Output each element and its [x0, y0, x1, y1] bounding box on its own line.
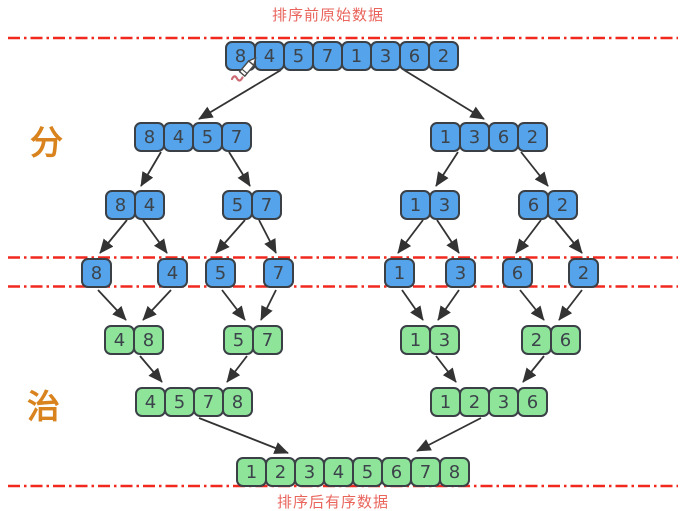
array-merged-13: 1 3	[400, 325, 460, 355]
array-cell: 4	[104, 325, 135, 355]
array-cell: 2	[265, 457, 296, 487]
array-cell: 5	[164, 387, 195, 417]
array-cell: 1	[430, 122, 461, 152]
array-cell: 3	[429, 325, 460, 355]
array-cell: 7	[252, 325, 283, 355]
bottom-caption: 排序后有序数据	[277, 493, 390, 511]
array-single-8: 8	[81, 258, 112, 288]
array-cell: 1	[236, 457, 267, 487]
array-cell: 8	[105, 190, 136, 220]
array-right-half: 1 3 6 2	[430, 122, 548, 152]
array-cell: 4	[134, 190, 165, 220]
array-cell: 4	[163, 122, 194, 152]
array-cell: 5	[352, 457, 383, 487]
array-cell: 7	[263, 258, 294, 288]
array-cell: 1	[384, 258, 415, 288]
array-cell: 1	[400, 190, 431, 220]
array-cell: 3	[488, 387, 519, 417]
array-cell: 5	[205, 258, 236, 288]
array-merged-26: 2 6	[521, 325, 581, 355]
array-cell: 7	[410, 457, 441, 487]
array-cell: 6	[518, 190, 549, 220]
cursor-squiggle	[230, 75, 244, 82]
array-cell: 3	[429, 190, 460, 220]
array-cell: 2	[521, 325, 552, 355]
array-cell: 2	[459, 387, 490, 417]
array-pair-84: 8 4	[105, 190, 165, 220]
array-cell: 3	[294, 457, 325, 487]
array-single-4: 4	[157, 258, 188, 288]
array-cell: 3	[459, 122, 490, 152]
array-cell: 7	[193, 387, 224, 417]
array-pair-57: 5 7	[222, 190, 282, 220]
array-cell: 8	[222, 387, 253, 417]
array-cell: 6	[550, 325, 581, 355]
array-single-1: 1	[384, 258, 415, 288]
array-cell: 3	[445, 258, 476, 288]
array-cell: 6	[381, 457, 412, 487]
array-single-6: 6	[502, 258, 533, 288]
array-cell: 5	[223, 325, 254, 355]
top-caption: 排序前原始数据	[272, 6, 385, 24]
array-cell: 8	[134, 122, 165, 152]
array-cell: 4	[157, 258, 188, 288]
array-final-sorted: 1 2 3 4 5 6 7 8	[236, 457, 470, 487]
array-cell: 6	[488, 122, 519, 152]
array-cell: 5	[222, 190, 253, 220]
array-merged-48: 4 8	[104, 325, 164, 355]
array-cell: 1	[341, 41, 372, 71]
array-cell: 2	[428, 41, 459, 71]
array-cell: 3	[370, 41, 401, 71]
array-cell: 7	[312, 41, 343, 71]
array-cell: 2	[568, 258, 599, 288]
array-pair-13: 1 3	[400, 190, 460, 220]
array-single-7: 7	[263, 258, 294, 288]
red-dashdot-dividers	[8, 36, 678, 488]
array-cell: 4	[323, 457, 354, 487]
array-cell: 6	[517, 387, 548, 417]
array-single-5: 5	[205, 258, 236, 288]
array-single-2: 2	[568, 258, 599, 288]
array-cell: 7	[221, 122, 252, 152]
array-cell: 2	[547, 190, 578, 220]
split-merge-arrows	[97, 69, 583, 454]
array-cell: 1	[400, 325, 431, 355]
array-pair-62: 6 2	[518, 190, 578, 220]
array-cell: 5	[192, 122, 223, 152]
array-merged-4578: 4 5 7 8	[135, 387, 253, 417]
array-cell: 1	[430, 387, 461, 417]
array-cell: 6	[502, 258, 533, 288]
array-cell: 6	[399, 41, 430, 71]
array-single-3: 3	[445, 258, 476, 288]
array-cell: 8	[81, 258, 112, 288]
array-cell: 8	[133, 325, 164, 355]
divide-phase-label: 分	[30, 123, 63, 162]
array-cell: 2	[517, 122, 548, 152]
array-cell: 4	[135, 387, 166, 417]
pencil-cursor-icon	[230, 53, 265, 87]
array-cell: 8	[439, 457, 470, 487]
array-cell: 5	[283, 41, 314, 71]
array-merged-57: 5 7	[223, 325, 283, 355]
array-cell: 7	[251, 190, 282, 220]
conquer-phase-label: 治	[27, 387, 60, 426]
array-root: 8 4 5 7 1 3 6 2	[225, 41, 459, 71]
array-merged-1236: 1 2 3 6	[430, 387, 548, 417]
array-left-half: 8 4 5 7	[134, 122, 252, 152]
